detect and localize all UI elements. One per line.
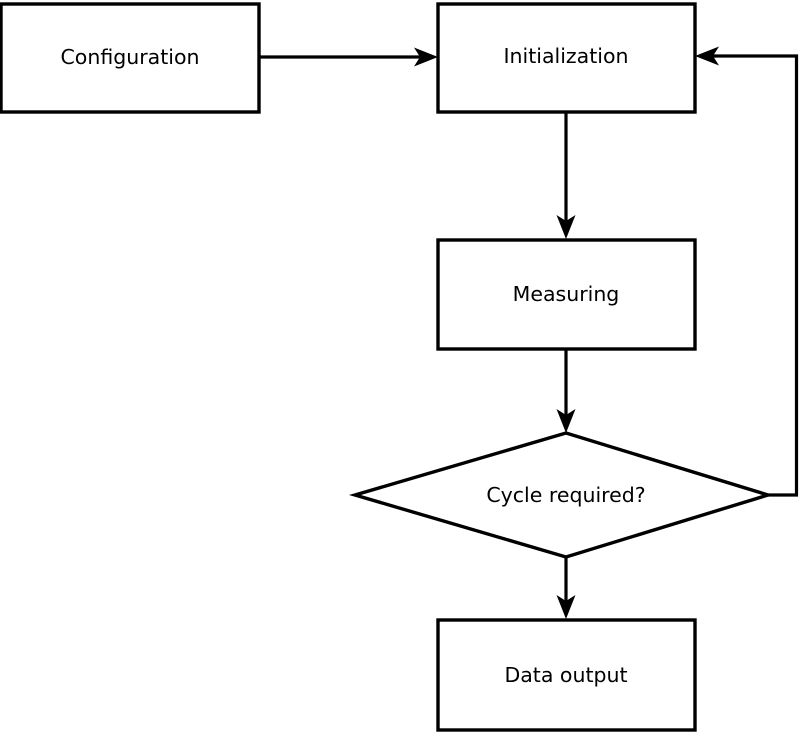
node-initialization-label: Initialization [503,44,628,68]
node-data-output[interactable]: Data output [436,618,697,732]
arrowhead-down-measuring [556,215,576,239]
node-data-output-box[interactable] [436,618,697,732]
edge-measuring-to-cycle-required [556,349,576,433]
edge-cycle-required-to-data-output [556,557,576,619]
node-configuration[interactable]: Configuration [0,2,261,114]
node-cycle-required-label: Cycle required? [486,483,645,507]
node-cycle-required-diamond[interactable] [348,431,774,559]
arrowhead-down-data-output [556,595,576,619]
node-initialization[interactable]: Initialization [436,2,697,114]
node-measuring-label: Measuring [513,282,620,306]
edge-line-feedback-loop [710,54,799,497]
node-measuring[interactable]: Measuring [436,238,697,351]
node-measuring-box[interactable] [436,238,697,351]
edge-cycle-required-to-initialization-loop [695,46,799,497]
arrowhead-down-cycle-required [556,409,576,433]
node-cycle-required[interactable]: Cycle required? [348,431,774,559]
node-initialization-box[interactable] [436,2,697,114]
arrowhead-left-initialization [695,46,719,66]
arrowhead-right-initialization [414,47,438,67]
edge-configuration-to-initialization [259,47,438,67]
node-configuration-label: Configuration [60,45,199,69]
edge-initialization-to-measuring [556,112,576,239]
node-data-output-label: Data output [504,663,627,687]
node-configuration-box[interactable] [0,2,261,114]
